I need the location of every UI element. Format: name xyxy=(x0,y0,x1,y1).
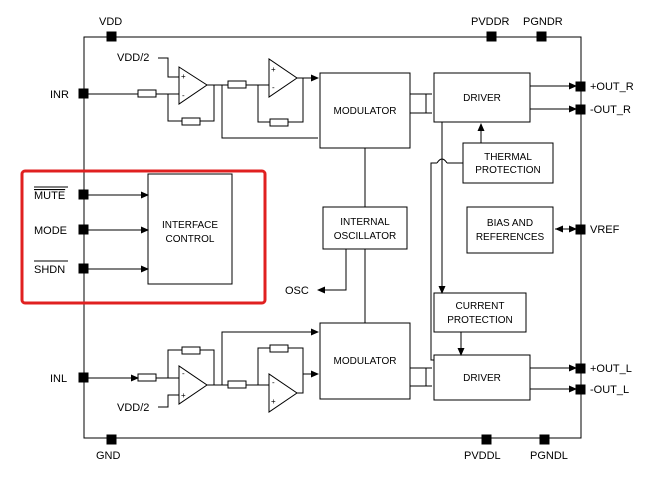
pvddr-pin xyxy=(486,31,497,42)
vdd-label: VDD xyxy=(99,16,122,28)
shdn-pin xyxy=(78,263,89,274)
vref-pin xyxy=(575,224,586,235)
pgndl-label: PGNDL xyxy=(530,450,568,462)
opamp-2-top xyxy=(268,58,298,98)
svg-text:+: + xyxy=(271,397,276,406)
inr-label: INR xyxy=(50,89,69,101)
mode-label: MODE xyxy=(34,225,67,237)
interface-label-2: CONTROL xyxy=(166,234,215,245)
feedback-resistor-2-top xyxy=(269,118,289,127)
pgndr-pin xyxy=(536,31,547,42)
modulator-top-label: MODULATOR xyxy=(334,106,397,117)
gnd-pin xyxy=(106,434,117,445)
feedback-resistor-1-bottom xyxy=(181,346,201,355)
out-r-pos-pin xyxy=(575,81,586,92)
inr-pin xyxy=(78,88,89,99)
pvddl-pin xyxy=(481,434,492,445)
out-r-neg-label: -OUT_R xyxy=(590,104,631,116)
svg-text:+: + xyxy=(181,72,186,81)
svg-text:-: - xyxy=(182,91,185,100)
vdd-half-top-label: VDD/2 xyxy=(117,52,149,64)
input-resistor-bottom xyxy=(137,373,157,382)
out-l-pos-pin xyxy=(575,363,586,374)
mute-pin xyxy=(78,189,89,200)
mute-label: MUTE xyxy=(34,190,65,202)
shdn-label: SHDN xyxy=(34,264,65,276)
thermal-label-1: THERMAL xyxy=(484,152,532,163)
opamp-1-bottom xyxy=(178,365,208,405)
osc-label: OSC xyxy=(285,285,309,297)
modulator-bottom-block xyxy=(319,322,411,400)
pgndr-label: PGNDR xyxy=(523,16,563,28)
chip-outline xyxy=(83,36,582,439)
vdd-half-bottom-label: VDD/2 xyxy=(117,402,149,414)
current-label-1: CURRENT xyxy=(456,301,505,312)
input-resistor-top xyxy=(137,89,157,98)
svg-text:-: - xyxy=(182,369,185,378)
thermal-protection-block xyxy=(462,142,554,184)
inl-label: INL xyxy=(50,373,67,385)
svg-text:+: + xyxy=(271,65,276,74)
highlight-frame xyxy=(20,169,267,305)
interface-label-1: INTERFACE xyxy=(162,220,218,231)
out-l-pos-label: +OUT_L xyxy=(590,363,632,375)
out-r-pos-label: +OUT_R xyxy=(590,81,634,93)
oscillator-label-2: OSCILLATOR xyxy=(334,231,396,242)
inl-pin xyxy=(78,372,89,383)
svg-text:-: - xyxy=(272,378,275,387)
bias-references-block xyxy=(466,206,554,254)
series-resistor-top xyxy=(227,80,247,89)
series-resistor-bottom xyxy=(227,380,247,389)
out-l-neg-label: -OUT_L xyxy=(590,384,629,396)
thermal-label-2: PROTECTION xyxy=(475,165,541,176)
mode-pin xyxy=(78,224,89,235)
driver-bottom-label: DRIVER xyxy=(463,373,501,384)
pgndl-pin xyxy=(539,434,550,445)
pvddl-label: PVDDL xyxy=(464,450,501,462)
pvddr-label: PVDDR xyxy=(471,16,510,28)
svg-text:-: - xyxy=(272,83,275,92)
feedback-resistor-2-bottom xyxy=(269,344,289,353)
bias-label-2: REFERENCES xyxy=(476,232,545,243)
internal-oscillator-block xyxy=(322,206,408,250)
gnd-label: GND xyxy=(96,450,121,462)
current-label-2: PROTECTION xyxy=(447,315,513,326)
opamp-2-bottom xyxy=(268,373,298,413)
current-protection-block xyxy=(433,292,527,333)
modulator-bottom-label: MODULATOR xyxy=(334,356,397,367)
oscillator-label-1: INTERNAL xyxy=(340,217,390,228)
vref-label: VREF xyxy=(590,224,620,236)
bias-label-1: BIAS AND xyxy=(487,218,533,229)
driver-bottom-block xyxy=(433,354,531,401)
opamp-1-top xyxy=(178,66,208,105)
out-r-neg-pin xyxy=(575,104,586,115)
svg-text:+: + xyxy=(181,391,186,400)
out-l-neg-pin xyxy=(575,384,586,395)
driver-top-block xyxy=(433,72,531,123)
driver-top-label: DRIVER xyxy=(463,93,501,104)
vdd-pin xyxy=(106,31,117,42)
feedback-resistor-1-top xyxy=(181,117,201,126)
